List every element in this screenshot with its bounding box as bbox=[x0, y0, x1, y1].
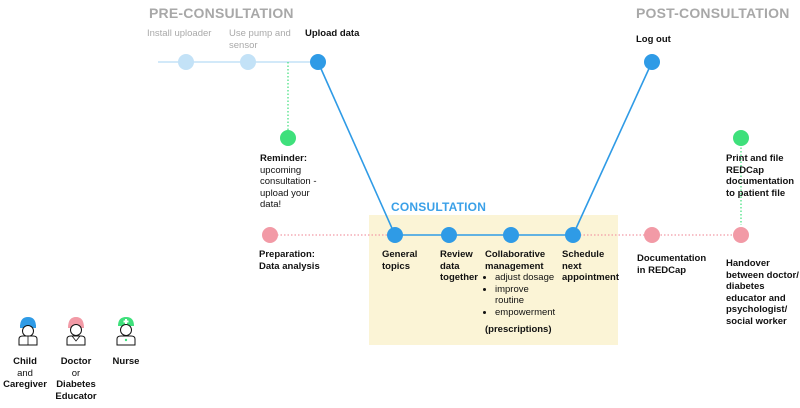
label-preparation: Preparation: Data analysis bbox=[259, 249, 320, 272]
node-print bbox=[733, 130, 749, 146]
label-use-pump-sensor: Use pump and sensor bbox=[229, 28, 291, 51]
nurse-icon bbox=[116, 317, 136, 346]
label-prescriptions: (prescriptions) bbox=[485, 324, 552, 335]
reminder-title: Reminder: bbox=[260, 153, 307, 164]
role-and: and bbox=[17, 367, 33, 379]
reminder-text: Reminder: upcoming consultation - upload… bbox=[260, 153, 317, 211]
phase-consultation: CONSULTATION bbox=[391, 200, 487, 214]
node-review bbox=[441, 227, 457, 243]
node-install bbox=[178, 54, 194, 70]
collab-list: adjust dosage improve routine empowermen… bbox=[485, 272, 567, 318]
node-general bbox=[387, 227, 403, 243]
role-doctor: Doctor bbox=[60, 356, 92, 367]
doctor-icon bbox=[66, 317, 86, 346]
node-prep bbox=[262, 227, 278, 243]
node-documentation bbox=[644, 227, 660, 243]
node-reminder bbox=[280, 130, 296, 146]
label-install-uploader: Install uploader bbox=[147, 28, 212, 39]
role-educator: Educator bbox=[55, 390, 97, 402]
label-general-topics: General topics bbox=[382, 249, 418, 272]
node-collab bbox=[503, 227, 519, 243]
role-diabetes: Diabetes bbox=[56, 379, 96, 390]
role-child: Child bbox=[13, 356, 37, 367]
collab-block: Collaborative management adjust dosage i… bbox=[485, 249, 567, 318]
label-child-caregiver: Child and Caregiver bbox=[2, 356, 48, 391]
label-nurse: Nurse bbox=[112, 356, 140, 367]
role-or: or bbox=[71, 367, 81, 379]
role-caregiver: Caregiver bbox=[3, 379, 47, 390]
node-upload bbox=[310, 54, 326, 70]
collab-item: empowerment bbox=[495, 307, 567, 319]
child-caregiver-icon bbox=[18, 317, 38, 346]
reminder-body: upcoming consultation - upload your data… bbox=[260, 164, 317, 211]
collab-item: improve routine bbox=[495, 284, 547, 307]
node-logout bbox=[644, 54, 660, 70]
label-collaborative-management: Collaborative management bbox=[485, 249, 546, 272]
consult-to-logout-line bbox=[572, 61, 653, 236]
label-print-file: Print and file REDCap documentation to p… bbox=[726, 153, 795, 199]
collab-item: adjust dosage bbox=[495, 272, 567, 284]
node-schedule bbox=[565, 227, 581, 243]
label-upload-data: Upload data bbox=[305, 28, 360, 39]
node-handover bbox=[733, 227, 749, 243]
label-handover: Handover between doctor/ diabetes educat… bbox=[726, 258, 799, 327]
phase-post-consultation: POST-CONSULTATION bbox=[636, 5, 790, 21]
label-doctor-educator: Doctor or Diabetes Educator bbox=[53, 356, 99, 402]
label-schedule-appointment: Schedule next appointment bbox=[562, 249, 619, 283]
node-pump bbox=[240, 54, 256, 70]
phase-pre-consultation: PRE-CONSULTATION bbox=[149, 5, 294, 21]
upload-to-consult-line bbox=[317, 61, 396, 236]
label-review-data: Review data together bbox=[440, 249, 478, 283]
label-documentation-redcap: Documentation in REDCap bbox=[637, 253, 707, 276]
label-log-out: Log out bbox=[636, 34, 671, 45]
